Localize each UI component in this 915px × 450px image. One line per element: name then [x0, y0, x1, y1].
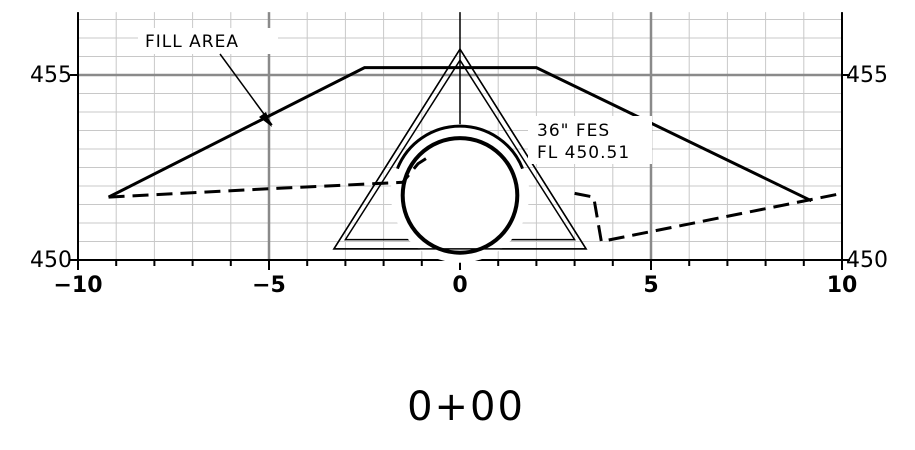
fill-area-label: FILL AREA — [145, 32, 239, 52]
fill-area-label-mask — [138, 28, 278, 54]
pipe-wall-arc — [396, 124, 524, 170]
geometry — [107, 47, 843, 263]
fill-area-arrowhead — [259, 112, 272, 127]
fill-area-leader — [219, 53, 273, 126]
pipe-label-line2: FL 450.51 — [537, 143, 630, 163]
elev-label-right-450: 450 — [846, 248, 888, 273]
pipe-label-line1: 36" FES — [537, 121, 610, 141]
x-tick-label-0: 0 — [452, 273, 467, 298]
x-tick-label-5: 5 — [643, 273, 658, 298]
elev-label-left-455: 455 — [30, 63, 72, 88]
pipe-label-mask — [528, 116, 652, 164]
elev-label-left-450: 450 — [30, 248, 72, 273]
x-tick-label-neg10: −10 — [53, 273, 102, 298]
elev-label-right-455: 455 — [846, 63, 888, 88]
end-section-outer-over — [332, 47, 588, 250]
pipe-circle — [400, 136, 520, 255]
proposed-section-line — [107, 66, 813, 203]
existing-ground-left — [108, 155, 431, 199]
existing-ground-right — [574, 191, 843, 244]
x-tick-label-neg5: −5 — [252, 273, 286, 298]
station-label: 0+00 — [407, 384, 525, 430]
x-tick-label-10: 10 — [827, 273, 858, 298]
